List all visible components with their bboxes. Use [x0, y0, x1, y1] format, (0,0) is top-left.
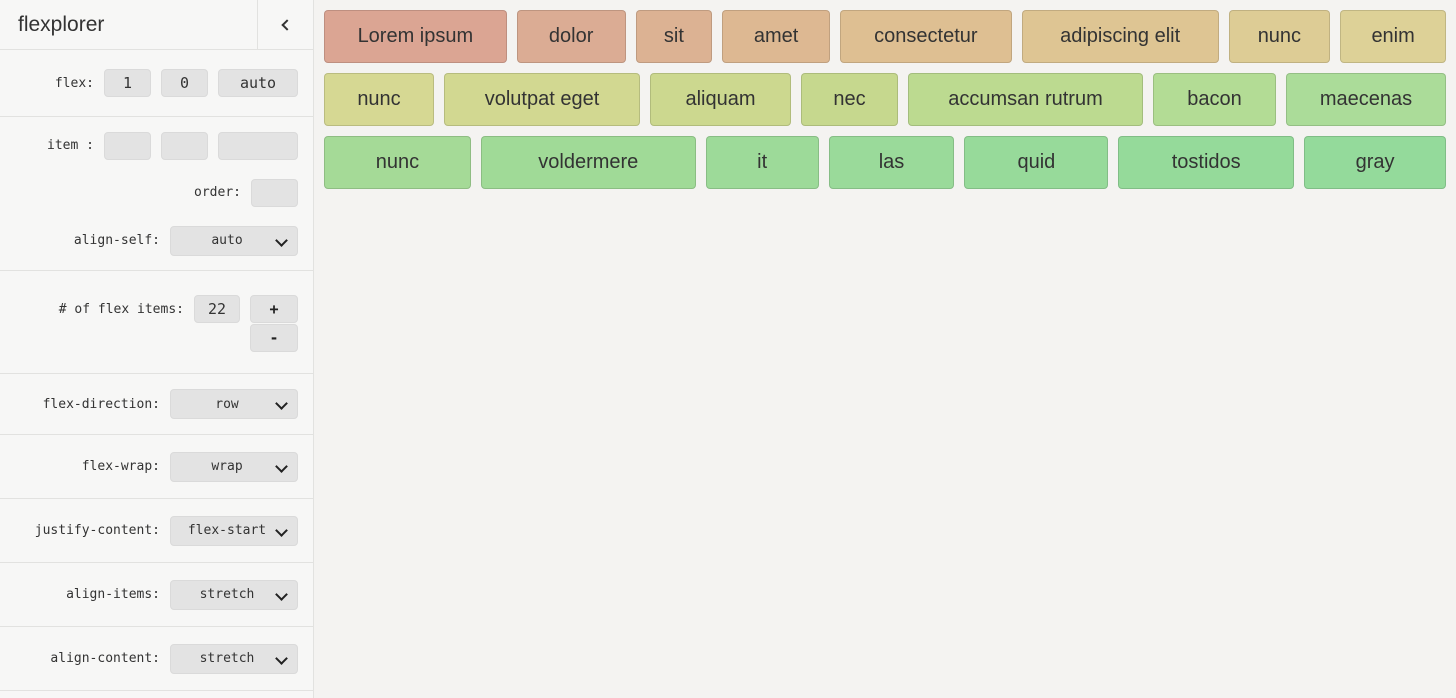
item-count-input[interactable] — [194, 295, 240, 323]
flex-direction-select[interactable]: row — [170, 389, 298, 419]
flex-item[interactable]: sit — [635, 10, 713, 63]
flex-item[interactable]: bacon — [1153, 73, 1276, 126]
flex-playground: Lorem ipsum dolor sit amet consectetur a… — [314, 0, 1456, 698]
flex-item[interactable]: voldermere — [480, 136, 696, 189]
flex-item[interactable]: dolor — [516, 10, 626, 63]
flex-label: flex: — [54, 75, 94, 91]
flex-item[interactable]: nec — [801, 73, 898, 126]
item-label: item : — [47, 138, 94, 153]
flex-item[interactable]: enim — [1340, 10, 1446, 63]
align-items-select[interactable]: stretch — [170, 579, 298, 610]
sidebar-header: flexplorer — [0, 0, 313, 50]
decrement-button[interactable]: - — [250, 324, 298, 352]
section-flex-direction: flex-direction: row — [0, 374, 313, 435]
align-self-select[interactable]: auto — [170, 225, 298, 256]
order-input[interactable] — [251, 178, 298, 207]
flex-grow-input[interactable] — [104, 69, 151, 97]
app-title: flexplorer — [18, 12, 105, 36]
flex-wrap-label: flex-wrap: — [81, 459, 160, 474]
flex-wrap-select-wrap: wrap — [170, 451, 298, 482]
section-flex: flex: — [0, 50, 313, 117]
flex-item[interactable]: nunc — [1228, 10, 1331, 63]
item-flex-shrink-input[interactable] — [161, 131, 208, 160]
flex-direction-label: flex-direction: — [42, 396, 160, 412]
section-item-count: # of flex items: + - — [0, 271, 313, 374]
flex-item[interactable]: accumsan rutrum — [908, 73, 1143, 126]
align-content-select[interactable]: stretch — [170, 643, 298, 674]
collapse-sidebar-button[interactable] — [257, 0, 313, 49]
section-align-content: align-content: stretch — [0, 627, 313, 691]
flex-item[interactable]: nunc — [324, 136, 471, 189]
justify-content-label: justify-content: — [34, 523, 160, 538]
flex-item[interactable]: Lorem ipsum — [324, 10, 507, 63]
align-self-label: align-self: — [73, 233, 160, 248]
flex-item[interactable]: nunc — [324, 73, 434, 126]
item-count-stepper: + - — [250, 295, 298, 352]
flex-item[interactable]: gray — [1304, 136, 1447, 189]
chevron-left-icon — [281, 18, 293, 31]
align-items-select-wrap: stretch — [170, 579, 298, 610]
flex-shrink-input[interactable] — [161, 69, 208, 97]
order-label: order: — [194, 185, 241, 200]
align-content-select-wrap: stretch — [170, 643, 298, 674]
flex-direction-select-wrap: row — [170, 389, 298, 419]
item-flex-basis-input[interactable] — [218, 131, 298, 160]
section-justify-content: justify-content: flex-start — [0, 499, 313, 563]
section-flex-wrap: flex-wrap: wrap — [0, 435, 313, 499]
flex-item[interactable]: tostidos — [1118, 136, 1295, 189]
flex-item[interactable]: quid — [964, 136, 1109, 189]
justify-content-select-wrap: flex-start — [170, 515, 298, 546]
flex-item[interactable]: it — [705, 136, 819, 189]
sidebar: flexplorer flex: item : order: — [0, 0, 314, 698]
flex-item[interactable]: consectetur — [840, 10, 1012, 63]
flex-item[interactable]: aliquam — [650, 73, 791, 126]
justify-content-select[interactable]: flex-start — [170, 515, 298, 546]
item-flex-grow-input[interactable] — [104, 131, 151, 160]
flex-item[interactable]: volutpat eget — [444, 73, 640, 126]
flex-item[interactable]: maecenas — [1286, 73, 1446, 126]
align-items-label: align-items: — [66, 587, 160, 602]
flex-basis-input[interactable] — [218, 69, 298, 97]
increment-button[interactable]: + — [250, 295, 298, 323]
section-align-items: align-items: stretch — [0, 563, 313, 627]
flex-item[interactable]: amet — [722, 10, 830, 63]
flex-item[interactable]: las — [828, 136, 955, 189]
section-item: item : order: align-self: auto — [0, 117, 313, 271]
item-count-label: # of flex items: — [58, 302, 184, 317]
align-self-select-wrap: auto — [170, 225, 298, 256]
flex-wrap-select[interactable]: wrap — [170, 451, 298, 482]
align-content-label: align-content: — [50, 651, 160, 666]
flex-item[interactable]: adipiscing elit — [1021, 10, 1219, 63]
